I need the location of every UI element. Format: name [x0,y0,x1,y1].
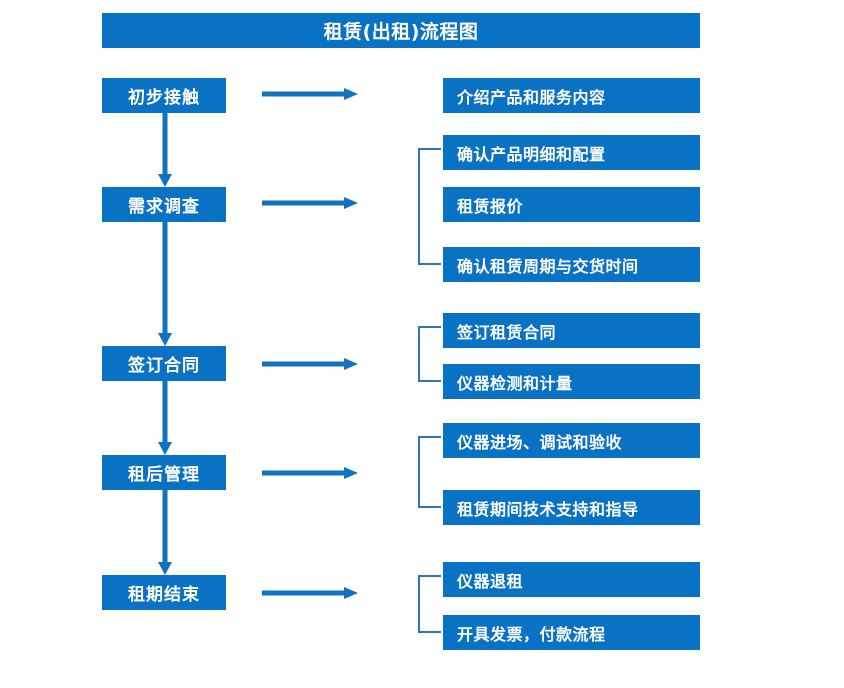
detail-box[interactable]: 确认租赁周期与交货时间 [443,247,700,282]
flow-arrow-right [262,356,359,370]
detail-box[interactable]: 仪器检测和计量 [443,364,700,399]
stage-box[interactable]: 租期结束 [102,575,226,610]
flow-arrow-down [156,381,174,455]
chart-title: 租赁(出租)流程图 [102,13,700,48]
flow-arrow-down [156,113,174,187]
flow-arrow-right [262,86,359,100]
flow-arrow-right [262,195,359,209]
flow-arrow-down [156,490,174,575]
flow-arrow-down [156,222,174,346]
stage-box[interactable]: 需求调查 [102,187,226,222]
detail-box[interactable]: 仪器进场、调试和验收 [443,423,700,458]
group-bracket [418,148,441,265]
detail-box[interactable]: 开具发票，付款流程 [443,615,700,650]
stage-box[interactable]: 初步接触 [102,78,226,113]
flow-arrow-right [262,585,359,599]
group-bracket [418,575,441,633]
detail-box[interactable]: 确认产品明细和配置 [443,135,700,170]
stage-box[interactable]: 签订合同 [102,346,226,381]
detail-box[interactable]: 租赁期间技术支持和指导 [443,490,700,525]
detail-box[interactable]: 仪器退租 [443,562,700,597]
detail-box[interactable]: 租赁报价 [443,187,700,222]
detail-box[interactable]: 签订租赁合同 [443,313,700,348]
flow-arrow-right [262,465,359,479]
group-bracket [418,436,441,508]
stage-box[interactable]: 租后管理 [102,455,226,490]
group-bracket [418,326,441,382]
detail-box[interactable]: 介绍产品和服务内容 [443,78,700,113]
